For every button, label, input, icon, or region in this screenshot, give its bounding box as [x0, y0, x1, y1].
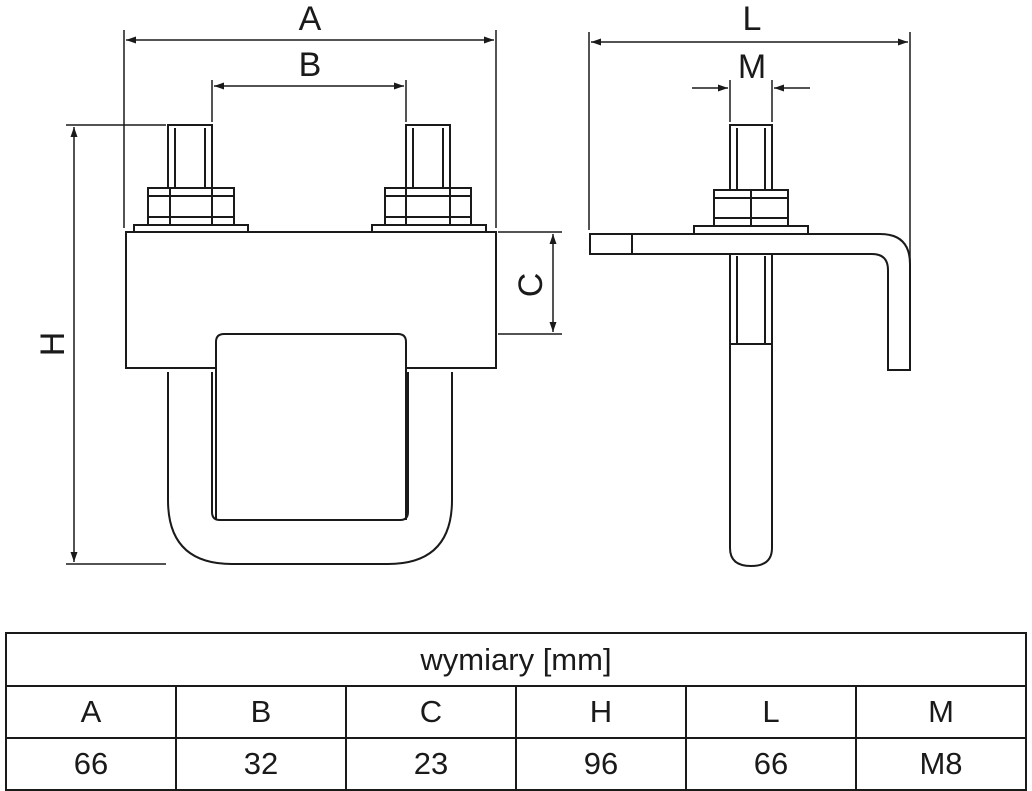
- nut-left: [147, 187, 235, 226]
- value-cell-A: 66: [5, 737, 177, 791]
- table-value-row: 66 32 23 96 66 M8: [5, 737, 1027, 791]
- value-cell-L: 66: [685, 737, 857, 791]
- thread-right: [405, 124, 451, 189]
- washer-left: [133, 224, 249, 233]
- label-A: A: [299, 0, 322, 38]
- table-title: wymiary [mm]: [5, 632, 1027, 687]
- u-bolt-outer: [167, 372, 453, 565]
- table-header-row: A B C H L M: [5, 685, 1027, 739]
- value-cell-C: 23: [345, 737, 517, 791]
- washer-right: [371, 224, 487, 233]
- header-cell-L: L: [685, 685, 857, 739]
- side-rod: [729, 254, 773, 568]
- value-cell-M: M8: [855, 737, 1027, 791]
- header-cell-A: A: [5, 685, 177, 739]
- value-cell-B: 32: [175, 737, 347, 791]
- header-cell-M: M: [855, 685, 1027, 739]
- side-thread: [729, 124, 773, 191]
- u-bolt-inner: [211, 372, 409, 521]
- value-cell-H: 96: [515, 737, 687, 791]
- label-C: C: [512, 273, 550, 298]
- side-dimensions: [588, 32, 911, 278]
- side-plate: [589, 233, 911, 371]
- header-cell-H: H: [515, 685, 687, 739]
- dimensions-table: wymiary [mm] A B C H L M 66 32 23 96 66 …: [5, 632, 1027, 791]
- label-B: B: [299, 46, 322, 84]
- side-view: [589, 124, 911, 568]
- label-L: L: [743, 0, 762, 38]
- side-washer: [693, 225, 809, 235]
- header-cell-C: C: [345, 685, 517, 739]
- thread-left: [167, 124, 213, 189]
- saddle-opening: [215, 368, 407, 520]
- nut-right: [384, 187, 472, 226]
- front-dimensions: [66, 30, 562, 565]
- label-H: H: [34, 332, 72, 357]
- label-M: M: [738, 48, 766, 86]
- clamp-body: [125, 231, 497, 369]
- front-view: [125, 124, 497, 565]
- side-nut: [713, 189, 789, 227]
- technical-drawing: A B C H L M: [34, 0, 911, 568]
- header-cell-B: B: [175, 685, 347, 739]
